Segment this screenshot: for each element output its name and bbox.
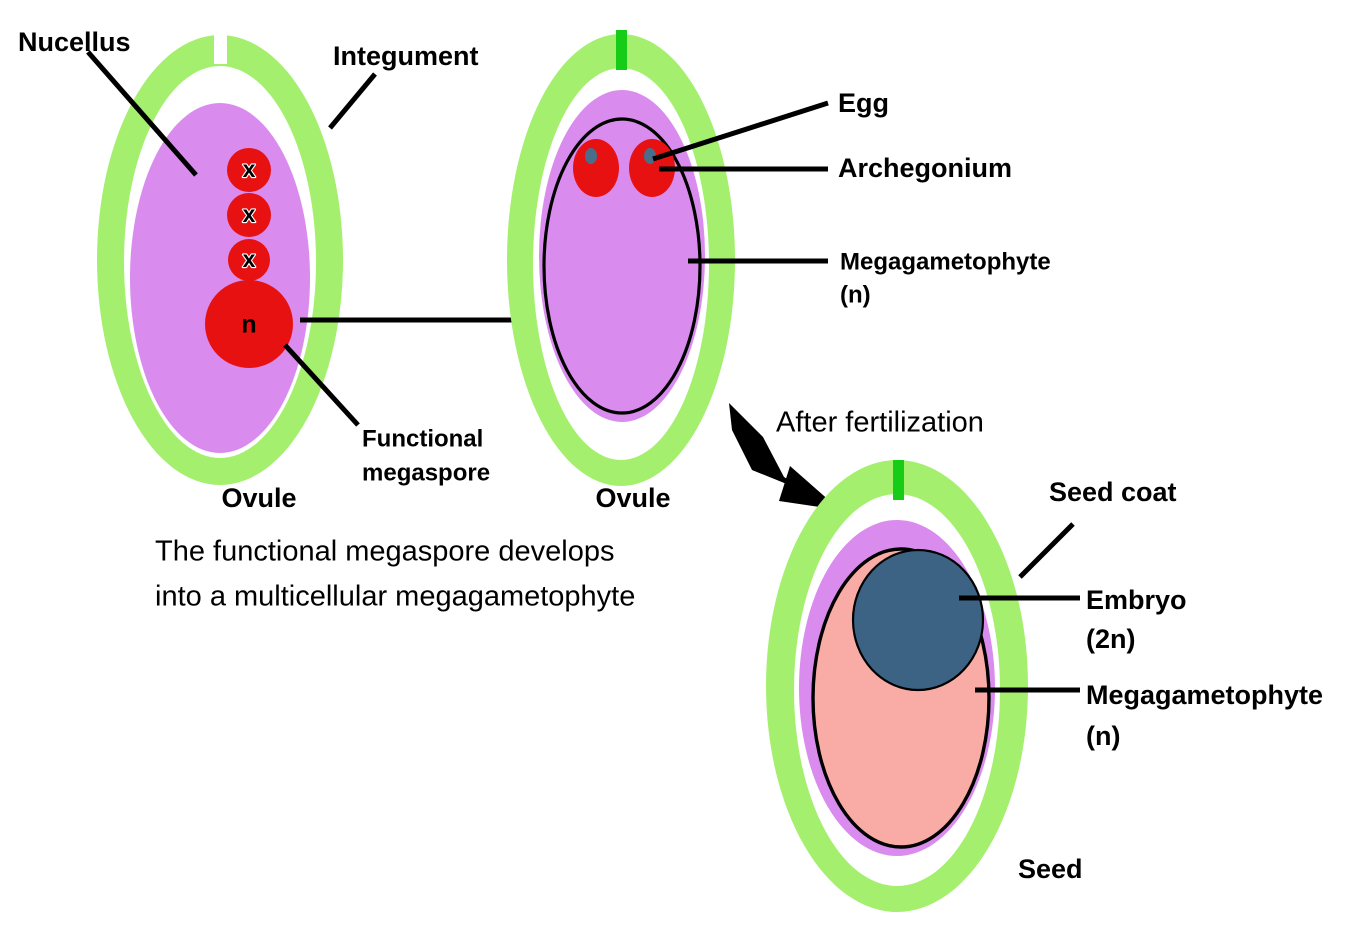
megagametophyte-seed-label-line1: Megagametophyte [1086, 680, 1323, 710]
degenerating-megaspore-2-label: x [243, 201, 256, 227]
embryo [851, 548, 985, 692]
functional-megaspore-label-line1: Functional [362, 425, 483, 452]
integument-leader-line [328, 72, 377, 130]
functional-megaspore-cell [205, 280, 293, 368]
stage-ovule-megaspores: x x x n Nucellus Integument Functional m… [18, 27, 490, 513]
nucellus-label: Nucellus [18, 27, 131, 57]
functional-megaspore-cell-label: n [241, 311, 256, 339]
stage-ovule-megagametophyte: Egg Archegonium Megagametophyte (n) Ovul… [507, 30, 1051, 513]
egg-leader-line [652, 100, 829, 162]
nucellus-middle [539, 90, 705, 422]
after-fertilization-label: After fertilization [776, 407, 984, 439]
nucellus-leader-line [86, 50, 198, 177]
sealed-micropyle-seed [893, 460, 904, 500]
ovule-left-caption: Ovule [221, 483, 296, 513]
fertilization-arrow-shape [729, 403, 835, 508]
micropyle-gap-left [214, 28, 227, 64]
functional-megaspore-label-line2: megaspore [362, 459, 490, 486]
embryo-label-line1: Embryo [1086, 585, 1187, 615]
functional-megaspore-leader-line [283, 343, 360, 427]
degenerating-megaspore-2 [227, 193, 271, 237]
micropyle-middle [616, 30, 627, 70]
degenerating-megaspore-1-label: x [243, 156, 256, 182]
seed-coat-label: Seed coat [1049, 477, 1177, 507]
degenerating-megaspore-3 [228, 239, 270, 281]
integument-label: Integument [333, 41, 479, 71]
embryo-label-line2: (2n) [1086, 624, 1136, 654]
degenerating-megaspore-1 [227, 148, 271, 192]
seed-coat-leader-line [1018, 522, 1075, 579]
megagametophyte-middle [542, 117, 702, 415]
megaspore-tetrad: x x x n [205, 148, 293, 368]
megagametophyte-middle-label-line1: Megagametophyte [840, 248, 1051, 275]
degenerating-megaspore-3-label: x [243, 246, 256, 272]
egg-cell-right [644, 148, 656, 164]
stage-seed: Seed coat Embryo (2n) Megagametophyte (n… [766, 460, 1323, 912]
archegonium-left [573, 139, 619, 197]
fertilization-arrow: After fertilization [729, 403, 984, 510]
development-note: The functional megaspore develops into a… [155, 536, 635, 613]
megagametophyte-middle-label-line2: (n) [840, 281, 871, 308]
ovule-middle-caption: Ovule [595, 483, 670, 513]
development-note-line1: The functional megaspore develops [155, 536, 614, 568]
seed-caption: Seed [1018, 854, 1083, 884]
megagametophyte-seed-label-line2: (n) [1086, 721, 1120, 751]
egg-label: Egg [838, 88, 889, 118]
development-note-line2: into a multicellular megagametophyte [155, 581, 635, 613]
nucellus-left [130, 103, 310, 453]
egg-cell-left [585, 148, 597, 164]
archegonium-label: Archegonium [838, 153, 1012, 183]
